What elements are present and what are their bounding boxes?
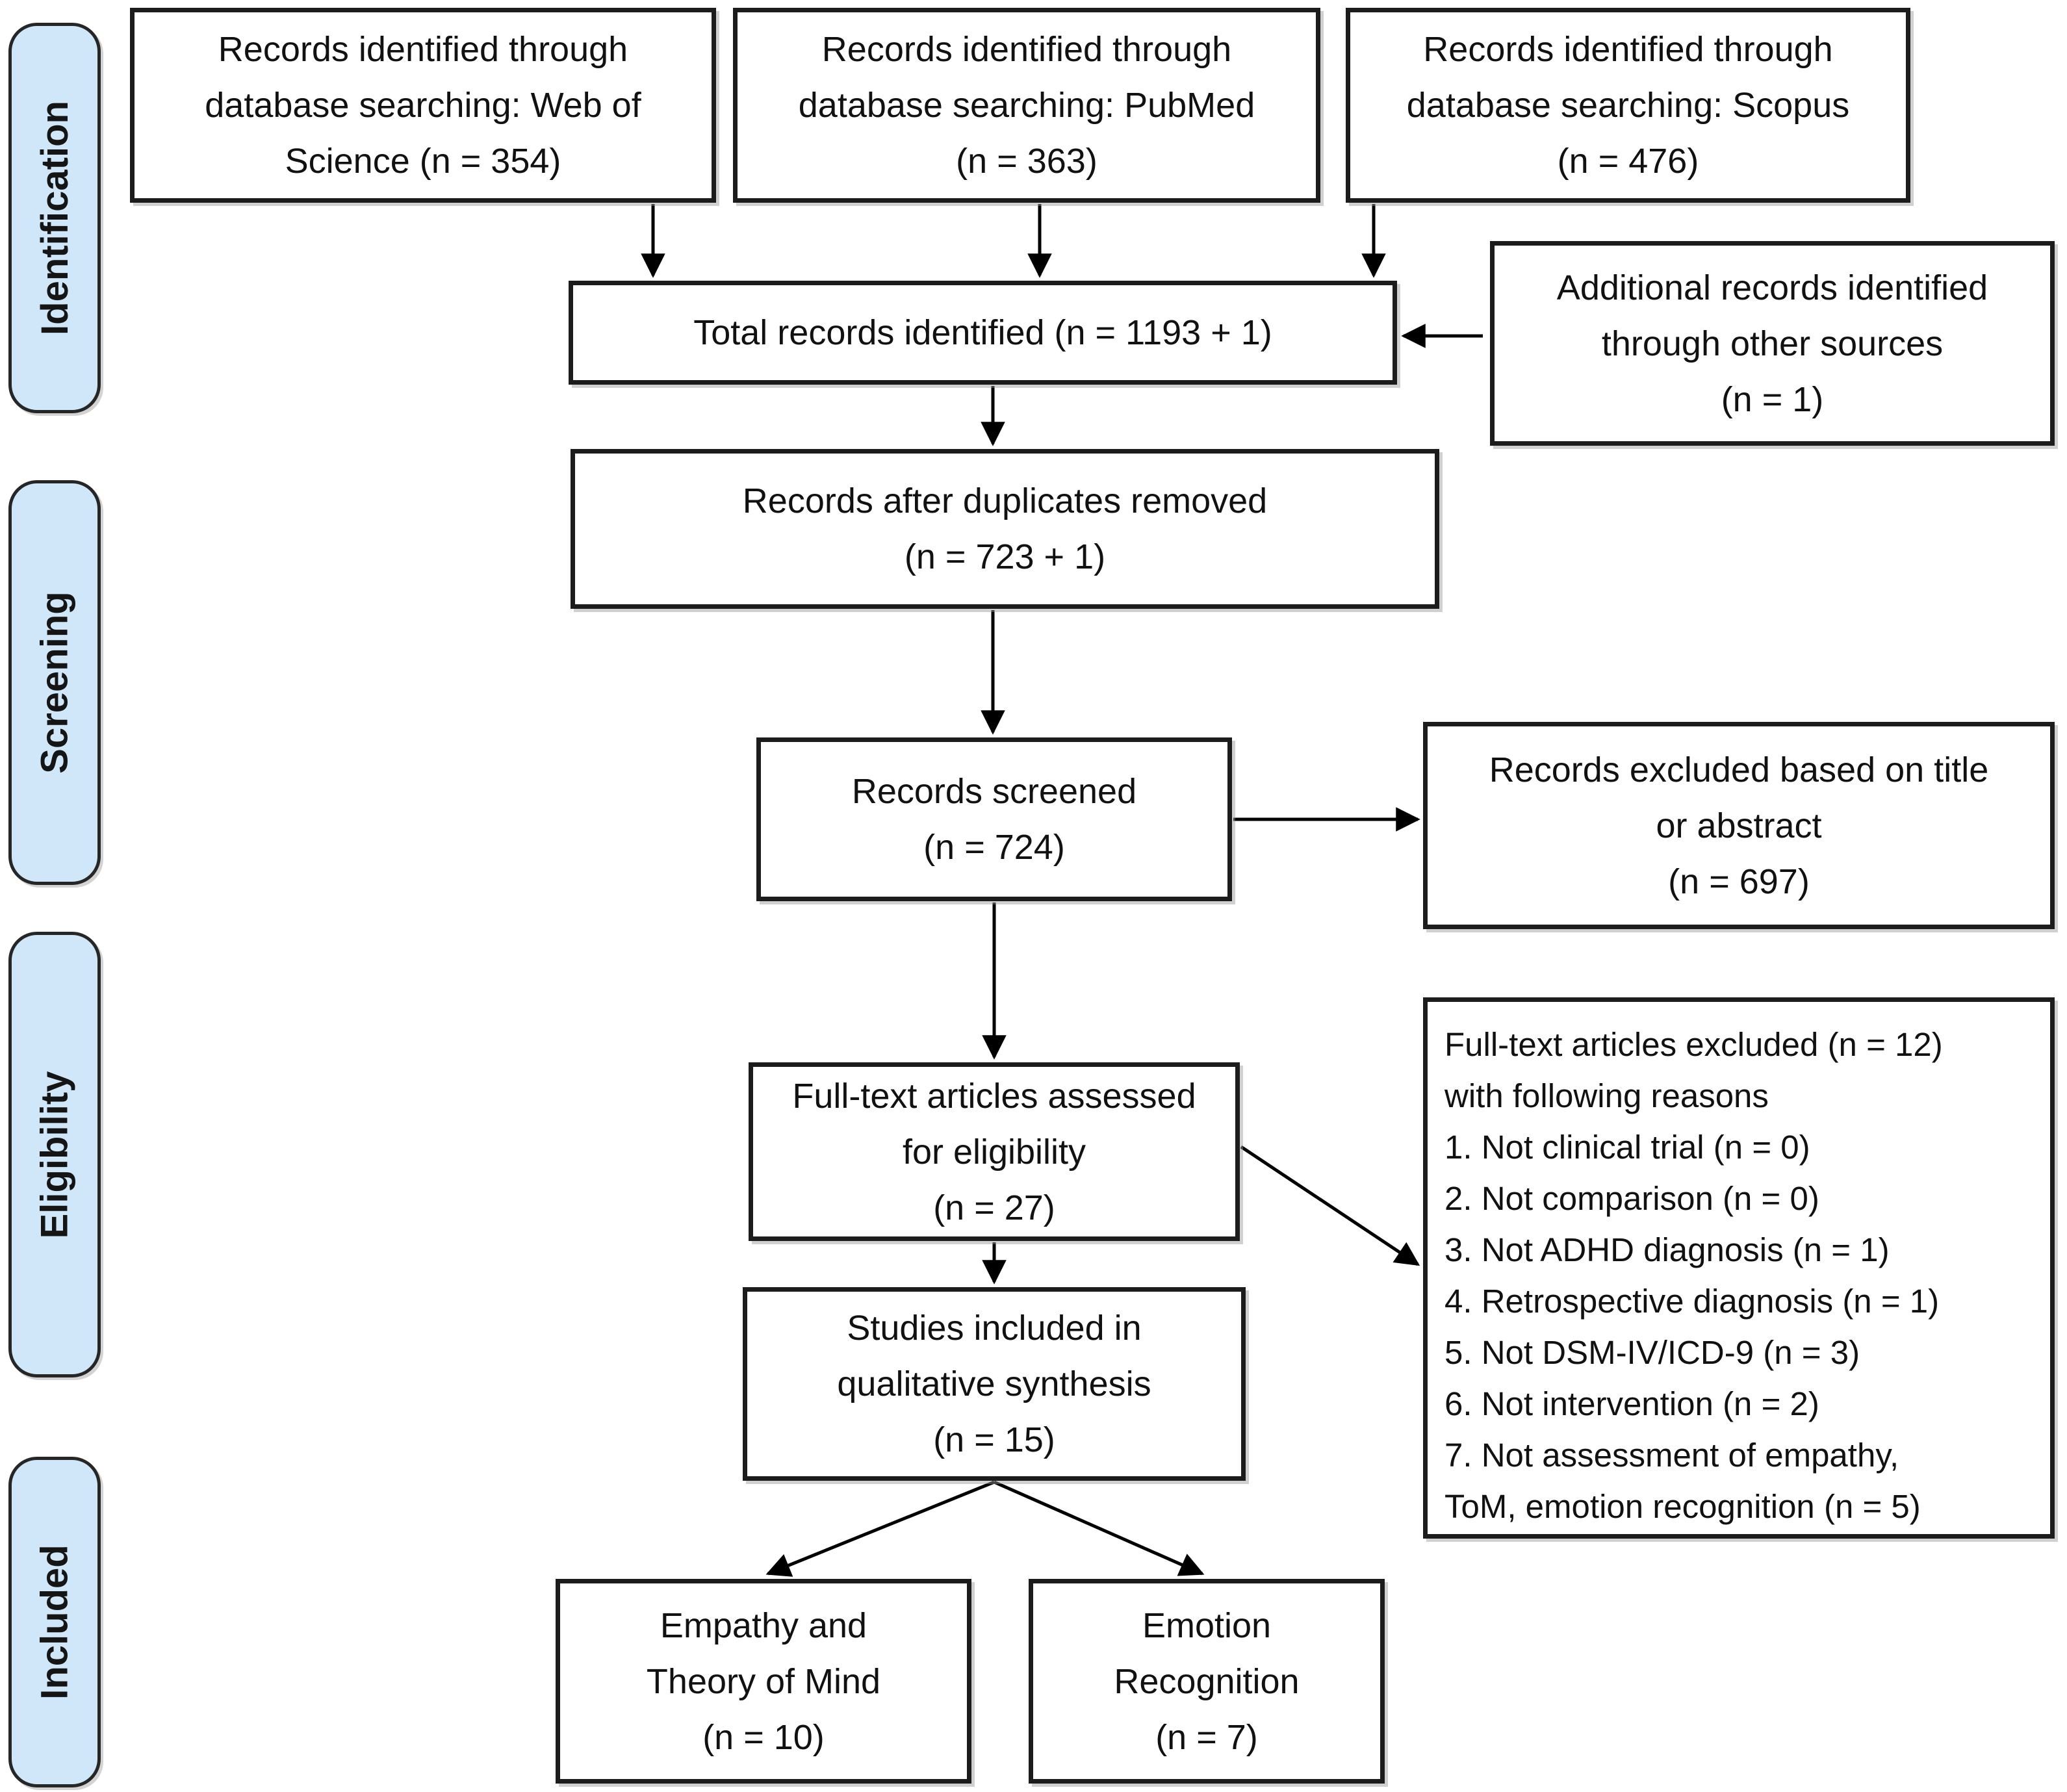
stage-identification-label: Identification: [33, 101, 76, 335]
box-text-line: Empathy and: [660, 1606, 867, 1645]
box-text-line: (n = 7): [1155, 1717, 1258, 1757]
box-text-line: Theory of Mind: [646, 1661, 881, 1701]
box-text-line: (n = 724): [923, 828, 1065, 867]
box-text-line: (n = 10): [702, 1717, 825, 1757]
box-text-line: (n = 476): [1557, 142, 1699, 181]
box-text-line: 4. Retrospective diagnosis (n = 1): [1444, 1283, 1940, 1320]
stage-included: Included: [8, 1457, 101, 1787]
box-text-line: (n = 27): [933, 1188, 1055, 1227]
box-text-line: 7. Not assessment of empathy,: [1444, 1437, 1899, 1474]
box-text-line: Recognition: [1114, 1661, 1300, 1701]
box-duplicates-removed: Records after duplicates removed (n = 72…: [571, 449, 1439, 609]
box-text-line: Full-text articles assessed: [792, 1076, 1196, 1116]
box-text-line: (n = 697): [1668, 862, 1810, 901]
box-text-line: qualitative synthesis: [837, 1364, 1151, 1403]
box-empathy-theory-of-mind: Empathy and Theory of Mind (n = 10): [556, 1579, 971, 1784]
box-text-line: ToM, emotion recognition (n = 5): [1444, 1488, 1921, 1525]
stage-included-label: Included: [33, 1544, 76, 1700]
stage-screening: Screening: [8, 480, 101, 885]
arrow-fulltext-to-exclusions: [1240, 1145, 1420, 1266]
box-text-line: 5. Not DSM-IV/ICD-9 (n = 3): [1444, 1334, 1860, 1371]
box-text-line: (n = 363): [956, 142, 1098, 181]
box-text-line: with following reasons: [1444, 1077, 1769, 1114]
box-additional-records: Additional records identified through ot…: [1490, 241, 2055, 446]
box-text-line: Additional records identified: [1556, 268, 1988, 307]
box-text-line: (n = 723 + 1): [904, 537, 1106, 576]
box-text-line: database searching: PubMed: [798, 86, 1255, 125]
box-text-line: Records identified through: [821, 30, 1232, 69]
stage-eligibility: Eligibility: [8, 932, 101, 1377]
box-text-line: Studies included in: [847, 1309, 1142, 1348]
arrow-studies-to-empathy: [765, 1480, 995, 1577]
box-fulltext-assessed: Full-text articles assessed for eligibil…: [749, 1062, 1240, 1241]
box-fulltext-exclusion-reasons: Full-text articles excluded (n = 12) wit…: [1423, 997, 2055, 1539]
box-text-line: (n = 1): [1721, 379, 1824, 419]
box-text-line: Records identified through: [218, 30, 628, 69]
box-total-records: Total records identified (n = 1193 + 1): [569, 281, 1397, 385]
box-text-line: 2. Not comparison (n = 0): [1444, 1180, 1819, 1217]
box-records-scopus: Records identified through database sear…: [1346, 8, 1910, 203]
box-text-line: database searching: Web of: [205, 86, 641, 125]
box-records-excluded-title-abstract: Records excluded based on title or abstr…: [1423, 722, 2055, 929]
box-text-line: Full-text articles excluded (n = 12): [1444, 1026, 1943, 1063]
arrow-studies-to-emotion: [993, 1480, 1205, 1576]
stage-screening-label: Screening: [33, 591, 76, 774]
box-text-line: 6. Not intervention (n = 2): [1444, 1385, 1819, 1422]
stage-eligibility-label: Eligibility: [33, 1071, 76, 1238]
box-text-line: 3. Not ADHD diagnosis (n = 1): [1444, 1231, 1890, 1268]
box-text-line: 1. Not clinical trial (n = 0): [1444, 1129, 1810, 1166]
box-text-line: Records after duplicates removed: [742, 481, 1268, 520]
box-text-line: Total records identified (n = 1193 + 1): [693, 313, 1272, 352]
box-text-line: Records excluded based on title: [1489, 750, 1989, 789]
stage-identification: Identification: [8, 23, 101, 413]
box-studies-included: Studies included in qualitative synthesi…: [743, 1287, 1246, 1481]
box-text-line: through other sources: [1601, 324, 1944, 363]
box-records-pubmed: Records identified through database sear…: [733, 8, 1320, 203]
box-text-line: for eligibility: [902, 1132, 1086, 1171]
box-text-line: Science (n = 354): [285, 142, 561, 181]
box-text-line: Emotion: [1142, 1606, 1272, 1645]
box-text-line: or abstract: [1656, 806, 1822, 845]
box-text-line: (n = 15): [933, 1420, 1055, 1459]
box-text-line: database searching: Scopus: [1406, 86, 1850, 125]
box-emotion-recognition: Emotion Recognition (n = 7): [1029, 1579, 1385, 1784]
box-text-line: Records screened: [851, 772, 1137, 811]
box-records-screened: Records screened (n = 724): [756, 737, 1232, 901]
box-records-web-of-science: Records identified through database sear…: [130, 8, 716, 203]
box-text-line: Records identified through: [1423, 30, 1833, 69]
